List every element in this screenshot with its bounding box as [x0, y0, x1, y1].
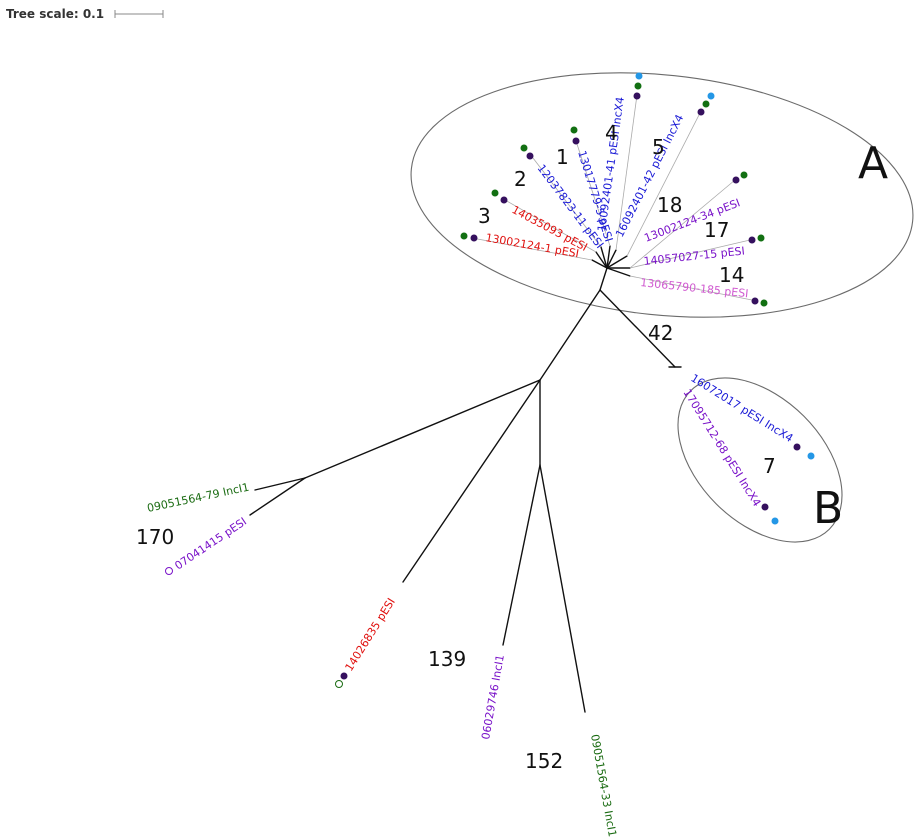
marker-dot	[335, 680, 343, 688]
cluster-number: 14	[719, 263, 744, 287]
leaf-extension-lines	[471, 94, 753, 301]
cluster-number: 2	[514, 167, 527, 191]
cluster-number: 1	[556, 145, 569, 169]
leaf-label: 06029746 IncI1	[479, 654, 507, 741]
cluster-number: 7	[763, 454, 776, 478]
marker-dot	[635, 72, 643, 80]
leaf-label: 09051564-79 IncI1	[146, 481, 250, 515]
marker-dot	[165, 567, 173, 575]
marker-dot	[757, 234, 765, 242]
marker-dot	[702, 100, 710, 108]
cluster-number: 3	[478, 204, 491, 228]
leaf-markers	[165, 72, 815, 688]
leaf-label: 14026835 pESI	[343, 596, 398, 674]
marker-dot	[500, 196, 508, 204]
cluster-number: 152	[525, 749, 563, 773]
tree-scale-label: Tree scale: 0.1	[6, 7, 104, 21]
cluster-numbers: 3 2 1 4 5 18 17 14 42 7 170 139 152	[136, 121, 776, 773]
marker-dot	[526, 152, 534, 160]
outgroup-leaves: 09051564-79 IncI1 07041415 pESI 14026835…	[146, 481, 619, 837]
marker-dot	[634, 82, 642, 90]
marker-dot	[751, 297, 759, 305]
cluster-b-leaves: 16072017 pESI IncX4 17095712-68 pESI Inc…	[680, 372, 795, 509]
tree-scale-bar	[114, 10, 164, 18]
marker-dot	[740, 171, 748, 179]
marker-dot	[807, 452, 815, 460]
leaf-label: 09051564-33 IncI1	[588, 733, 619, 837]
cluster-number: 42	[648, 321, 673, 345]
marker-dot	[761, 503, 769, 511]
cluster-number: 139	[428, 647, 466, 671]
marker-dot	[707, 92, 715, 100]
cluster-a-ellipse	[410, 72, 914, 318]
cluster-number: 17	[704, 218, 729, 242]
cluster-a-label: A	[858, 138, 888, 189]
marker-dot	[572, 137, 580, 145]
marker-dot	[340, 672, 348, 680]
marker-dot	[697, 108, 705, 116]
marker-dot	[633, 92, 641, 100]
marker-dot	[460, 232, 468, 240]
marker-dot	[793, 443, 801, 451]
leaf-label: 17095712-68 pESI IncX4	[680, 387, 763, 509]
marker-dot	[520, 144, 528, 152]
marker-dot	[470, 234, 478, 242]
cluster-number: 18	[657, 193, 682, 217]
tree-branches	[249, 245, 682, 713]
marker-dot	[491, 189, 499, 197]
cluster-number: 4	[605, 121, 618, 145]
cluster-b-ellipse	[677, 377, 843, 543]
marker-dot	[748, 236, 756, 244]
marker-dot	[732, 176, 740, 184]
leaf-label: 07041415 pESI	[172, 515, 249, 573]
cluster-number: 5	[652, 135, 665, 159]
leaf-label: 16092401-41 pESI IncX4	[595, 96, 627, 232]
marker-dot	[771, 517, 779, 525]
marker-dot	[760, 299, 768, 307]
marker-dot	[570, 126, 578, 134]
cluster-number: 170	[136, 525, 174, 549]
cluster-b-label: B	[813, 483, 843, 534]
